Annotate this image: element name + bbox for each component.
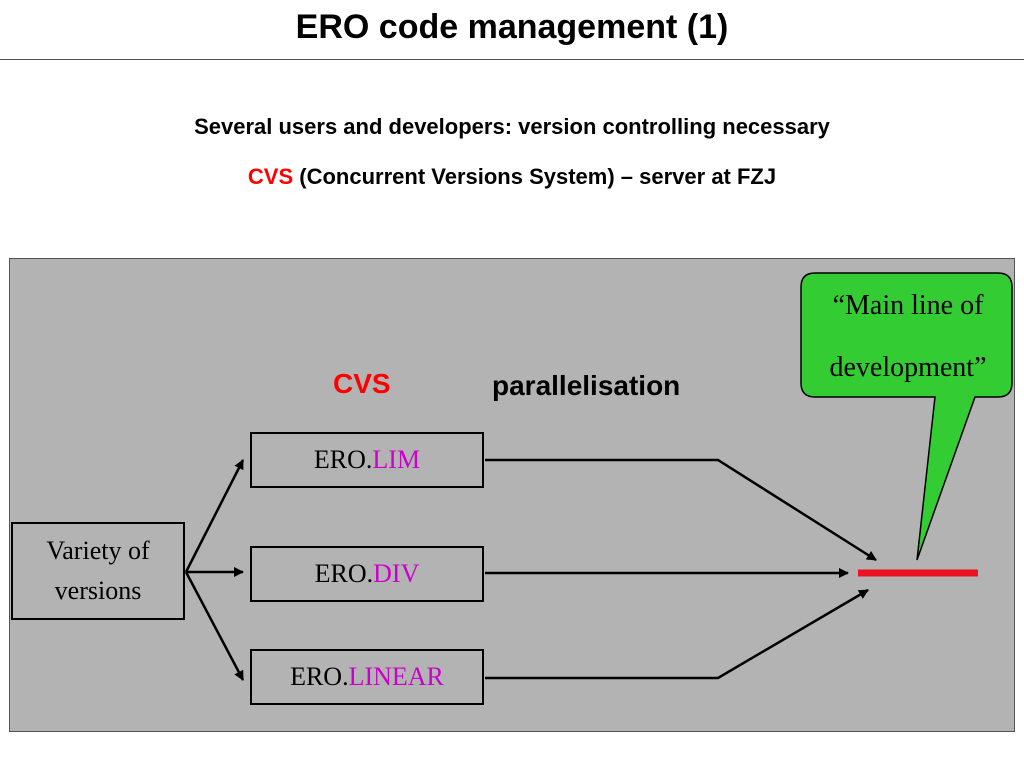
variety-line-2: versions — [54, 576, 142, 605]
branch-box-lim: ERO.LIM — [250, 432, 484, 488]
subtitle-line-1: Several users and developers: version co… — [194, 114, 830, 139]
branch-box-linear: ERO.LINEAR — [250, 649, 484, 705]
arrow-to-linear — [184, 571, 245, 681]
branch-prefix: ERO. — [313, 445, 373, 474]
branch-box-div: ERO.DIV — [250, 546, 484, 602]
callout-bubble — [800, 272, 1013, 561]
cvs-highlight: CVS — [247, 164, 294, 189]
parallelisation-label: parallelisation — [492, 370, 681, 401]
callout-line-1: “Main line of — [832, 290, 984, 321]
cvs-description: (Concurrent Versions System) – server at… — [293, 164, 777, 189]
branch-prefix: ERO. — [290, 662, 349, 691]
title-divider — [0, 59, 1024, 60]
branch-prefix: ERO. — [314, 559, 374, 588]
merge-arrow-linear — [485, 588, 869, 680]
subtitle-line-2: CVS (Concurrent Versions System) – serve… — [0, 164, 1024, 190]
variety-of-versions-box: Variety of versions — [11, 522, 185, 620]
cvs-label: CVS — [333, 368, 391, 399]
branch-suffix: LINEAR — [348, 662, 444, 691]
arrow-to-lim — [184, 459, 245, 573]
variety-line-1: Variety of — [46, 535, 150, 565]
callout-text: “Main line of development” — [800, 275, 1016, 399]
branch-suffix: LIM — [372, 445, 421, 474]
branch-suffix: DIV — [373, 559, 420, 588]
callout-line-2: development” — [829, 352, 987, 383]
slide-title: ERO code management (1) — [295, 8, 729, 46]
merge-arrow-lim — [485, 458, 877, 562]
